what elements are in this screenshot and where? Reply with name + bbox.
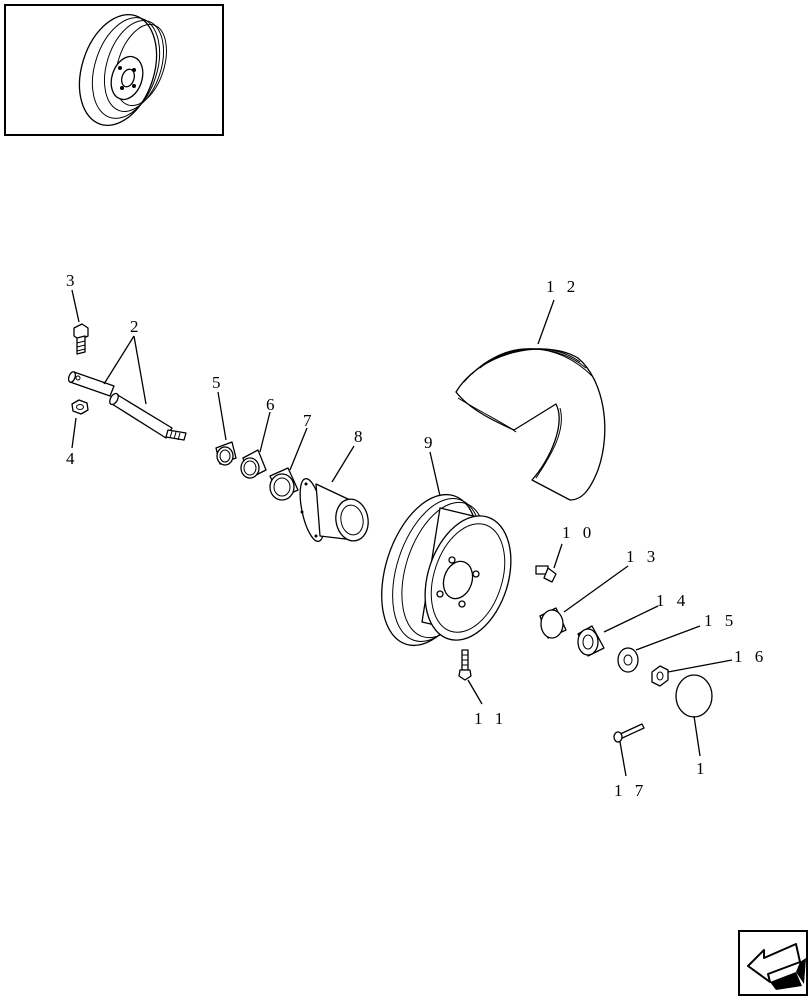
callout-15: 1 5 <box>704 611 737 630</box>
callout-labels: 3 2 4 5 6 7 8 9 1 2 1 0 1 3 1 4 1 5 1 6 … <box>66 271 767 800</box>
callout-10: 1 0 <box>562 523 595 542</box>
part-8-hub <box>299 477 369 543</box>
part-17-cotter-pin <box>613 723 645 743</box>
callout-14: 1 4 <box>656 591 689 610</box>
callout-4: 4 <box>66 449 79 468</box>
callout-13: 1 3 <box>626 547 659 566</box>
callout-17: 1 7 <box>614 781 647 800</box>
callout-16: 1 6 <box>734 647 767 666</box>
callout-9: 9 <box>424 433 437 452</box>
callout-5: 5 <box>212 373 225 392</box>
part-7-seal <box>269 467 299 501</box>
part-4-nut <box>71 399 89 415</box>
part-14-bearing-cone <box>577 625 605 657</box>
part-15-washer <box>617 647 639 673</box>
part-6-bearing-cone <box>240 449 267 479</box>
part-3-bolt <box>73 323 89 355</box>
callout-1: 1 <box>696 759 709 778</box>
callout-3: 3 <box>66 271 79 290</box>
part-1-dust-cap <box>675 674 713 718</box>
part-16-nut <box>651 665 669 687</box>
callout-12: 1 2 <box>546 277 579 296</box>
callout-8: 8 <box>354 427 367 446</box>
callout-11: 1 1 <box>474 709 507 728</box>
callout-6: 6 <box>266 395 279 414</box>
callout-2: 2 <box>130 317 143 336</box>
callout-7: 7 <box>303 411 316 430</box>
part-5-bearing-cup <box>215 441 237 466</box>
previous-page-arrow-button[interactable] <box>738 930 808 996</box>
back-arrow-icon <box>747 943 806 990</box>
part-13-bearing-cup <box>539 607 567 639</box>
part-10-bolt <box>535 565 557 583</box>
part-9-wheel-rim <box>381 493 512 647</box>
part-12-tire <box>455 348 606 501</box>
part-2-axle-pins <box>67 371 187 441</box>
part-11-bolt <box>458 649 472 681</box>
thumbnail-wheel-icon <box>78 14 167 126</box>
thumbnail-inset <box>4 4 224 136</box>
